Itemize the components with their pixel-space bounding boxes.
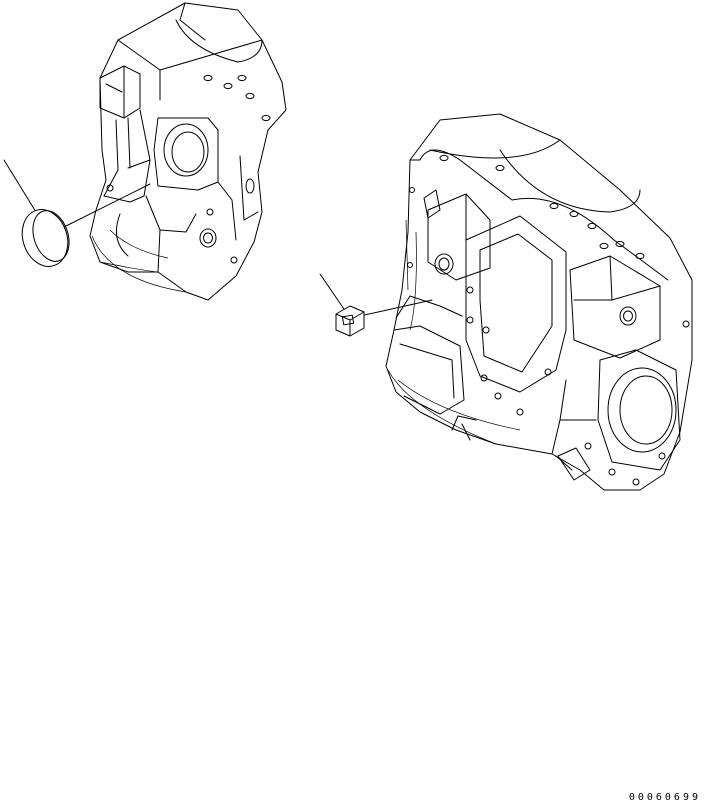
large-housing-right-block: [570, 256, 660, 358]
plug-hex-leader-line: [360, 300, 432, 316]
large-housing-left-panel: [394, 296, 464, 414]
large-housing-top-boss: [424, 190, 490, 280]
small-housing-left-ribs: [104, 110, 150, 202]
small-housing-shading: [92, 230, 186, 292]
small-housing-bolt-holes: [107, 75, 270, 263]
small-housing-lower-ribs: [116, 156, 258, 272]
large-housing-side-port: [620, 307, 636, 325]
large-housing-drain: [558, 448, 590, 480]
large-housing: [386, 114, 692, 490]
small-housing-side-hole: [246, 179, 254, 193]
large-housing-center-panel: [466, 216, 566, 392]
large-housing-bolt-holes: [408, 155, 690, 485]
large-housing-main-bore: [598, 350, 680, 470]
large-housing-top-arc: [500, 150, 640, 212]
small-housing-top-arc: [176, 20, 262, 62]
plug-disc: [4, 160, 150, 272]
small-housing-outline: [90, 3, 286, 300]
plug-disc-callout-line: [4, 160, 36, 212]
large-housing-top-flange: [410, 140, 668, 280]
plug-disc-leader-line: [62, 184, 150, 228]
large-housing-outline: [386, 114, 692, 490]
plug-hex: [320, 274, 432, 336]
large-housing-lower-ribs: [452, 380, 596, 470]
plug-hex-callout-line: [320, 274, 346, 312]
small-housing-top-edge: [118, 3, 262, 100]
large-housing-shading: [388, 220, 520, 444]
drawing-number: 00060699: [628, 792, 701, 803]
small-housing-left-boss: [100, 66, 140, 118]
small-housing-port: [200, 229, 216, 247]
small-housing-main-bore: [154, 118, 218, 190]
small-housing: [90, 3, 286, 300]
